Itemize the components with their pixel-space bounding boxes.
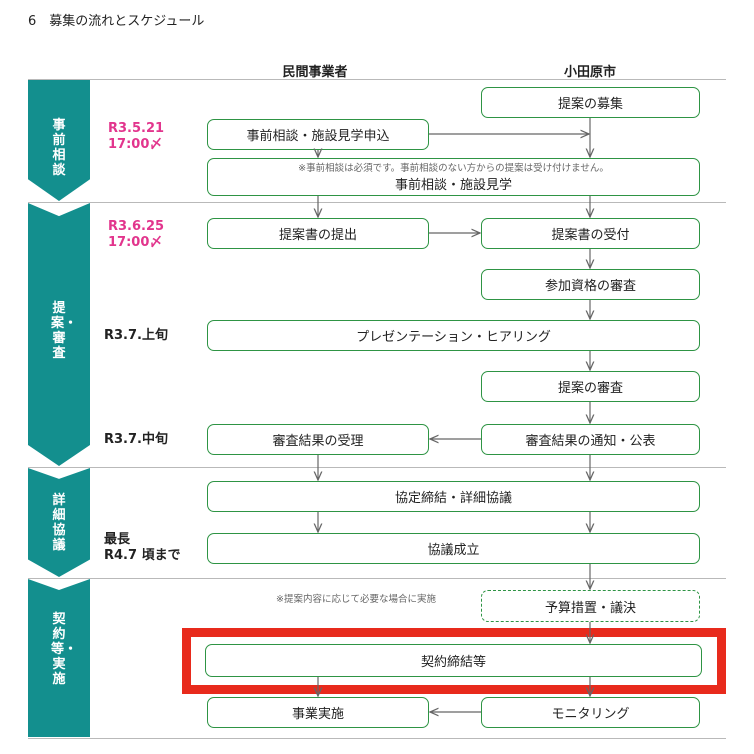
box-review: 提案の審査: [481, 371, 700, 402]
phase-pre-band: [28, 80, 90, 201]
date-max: 最長 R4.7 頃まで: [104, 532, 181, 564]
deadline-1-time: 17:00〆: [108, 137, 163, 152]
column-header-city: 小田原市: [563, 65, 616, 80]
date-max-label: 最長: [104, 532, 131, 547]
box-qualify: 参加資格の審査: [481, 269, 700, 300]
budget-note: ※提案内容に応じて必要な場合に実施: [276, 594, 436, 605]
phase-divider-3: [28, 578, 726, 579]
phase-divider-1: [28, 202, 726, 203]
phase-pre-label: 事前相談: [52, 118, 66, 178]
box-budget: 予算措置・議決: [481, 590, 700, 622]
box-receive: 提案書の受付: [481, 218, 700, 249]
box-agreement-done: 協議成立: [207, 533, 700, 564]
deadline-2-date: R3.6.25: [108, 219, 165, 234]
box-recruit: 提案の募集: [481, 87, 700, 118]
phase-contract-band: [28, 579, 90, 737]
bottom-divider: [28, 738, 726, 739]
date-mid-july: R3.7.中旬: [104, 432, 168, 447]
header-divider: [28, 79, 726, 80]
consult-note: ※事前相談は必須です。事前相談のない方からの提案は受け付けません。: [298, 162, 609, 174]
page-title: 6 募集の流れとスケジュール: [28, 14, 205, 29]
phase-detail-band: [28, 468, 90, 577]
box-contract: 契約締結等: [205, 644, 702, 677]
box-monitoring: モニタリング: [481, 697, 700, 728]
box-consult: ※事前相談は必須です。事前相談のない方からの提案は受け付けません。 事前相談・施…: [207, 158, 700, 196]
box-presentation: プレゼンテーション・ヒアリング: [207, 320, 700, 351]
phase-divider-2: [28, 467, 726, 468]
deadline-2: R3.6.25 17:00〆: [108, 219, 164, 251]
box-implement: 事業実施: [207, 697, 429, 728]
box-agreement: 協定締結・詳細協議: [207, 481, 700, 512]
phase-proposal-band: [28, 203, 90, 466]
box-submit: 提案書の提出: [207, 218, 429, 249]
phase-detail-label: 詳細協議: [52, 493, 66, 553]
consult-label: 事前相談・施設見学: [394, 177, 512, 193]
box-result-receipt: 審査結果の受理: [207, 424, 429, 455]
deadline-2-time: 17:00〆: [108, 235, 163, 250]
box-result-notice: 審査結果の通知・公表: [481, 424, 700, 455]
column-header-private: 民間事業者: [282, 65, 348, 80]
deadline-1-date: R3.5.21: [108, 121, 165, 136]
date-early-july: R3.7.上旬: [104, 328, 168, 343]
highlight-frame: [182, 628, 726, 694]
date-max-value: R4.7 頃まで: [104, 548, 181, 563]
deadline-1: R3.5.21 17:00〆: [108, 121, 164, 153]
